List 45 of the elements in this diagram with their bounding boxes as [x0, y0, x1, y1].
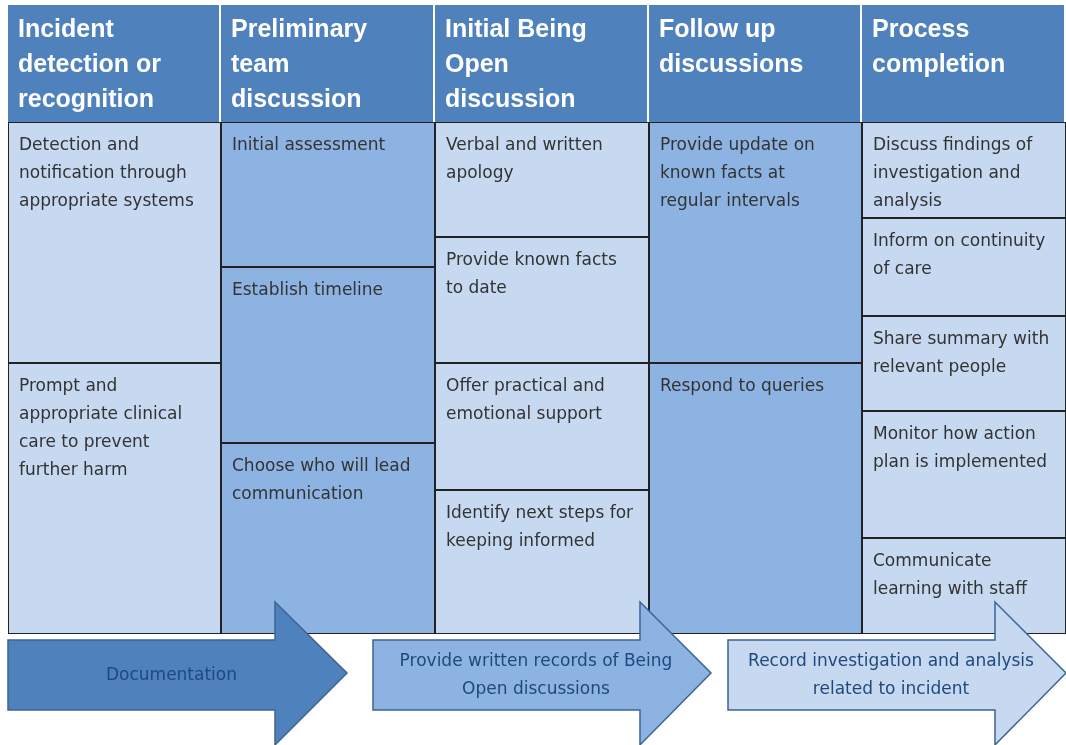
- step-box: [8, 363, 221, 634]
- step-box: [862, 122, 1066, 218]
- column-header: [8, 5, 221, 122]
- step-box: [649, 363, 862, 634]
- step-text: Respond to queries: [659, 374, 826, 397]
- arrow-label: Documentation: [104, 663, 239, 686]
- step-box: [862, 538, 1066, 634]
- header-text: Preliminary team discussion: [230, 13, 369, 114]
- column-header: [435, 5, 649, 122]
- step-text: Communicate learning with staff: [872, 549, 1029, 600]
- step-text: Provide known facts to date: [445, 248, 618, 299]
- step-text: Inform on continuity of care: [872, 229, 1047, 280]
- step-box: [435, 237, 649, 363]
- step-box: [435, 490, 649, 634]
- step-text: Establish timeline: [231, 278, 385, 301]
- step-text: Discuss findings of investigation and analysis: [872, 133, 1034, 212]
- step-text: Share summary with relevant people: [872, 327, 1051, 378]
- step-box: [435, 363, 649, 490]
- arrow-label: Provide written records of Being Open discussions: [398, 649, 674, 700]
- header-text: Incident detection or recognition: [17, 13, 163, 114]
- step-text: Provide update on known facts at regular intervals: [659, 133, 816, 212]
- step-text: Detection and notification through appropriate systems: [18, 133, 195, 212]
- step-text: Prompt and appropriate clinical care to prevent further harm: [18, 374, 184, 481]
- column-header: [649, 5, 862, 122]
- step-box: [221, 122, 435, 267]
- step-text: Identify next steps for keeping informed: [445, 501, 635, 552]
- step-text: Offer practical and emotional support: [445, 374, 606, 425]
- step-box: [649, 122, 862, 363]
- column-header: [862, 5, 1066, 122]
- step-box: [862, 218, 1066, 316]
- arrow-label: Record investigation and analysis related to incident: [747, 649, 1035, 700]
- step-box: [435, 122, 649, 237]
- step-text: Initial assessment: [231, 133, 387, 156]
- step-text: Choose who will lead communication: [231, 454, 412, 505]
- step-box: [8, 122, 221, 363]
- header-text: Follow up discussions: [658, 13, 805, 79]
- step-text: Verbal and written apology: [445, 133, 604, 184]
- step-box: [221, 267, 435, 443]
- header-text: Process completion: [871, 13, 1007, 79]
- step-text: Monitor how action plan is implemented: [872, 422, 1049, 473]
- step-box: [862, 316, 1066, 411]
- step-box: [862, 411, 1066, 538]
- step-box: [221, 443, 435, 634]
- header-text: Initial Being Open discussion: [444, 13, 588, 114]
- column-header: [221, 5, 435, 122]
